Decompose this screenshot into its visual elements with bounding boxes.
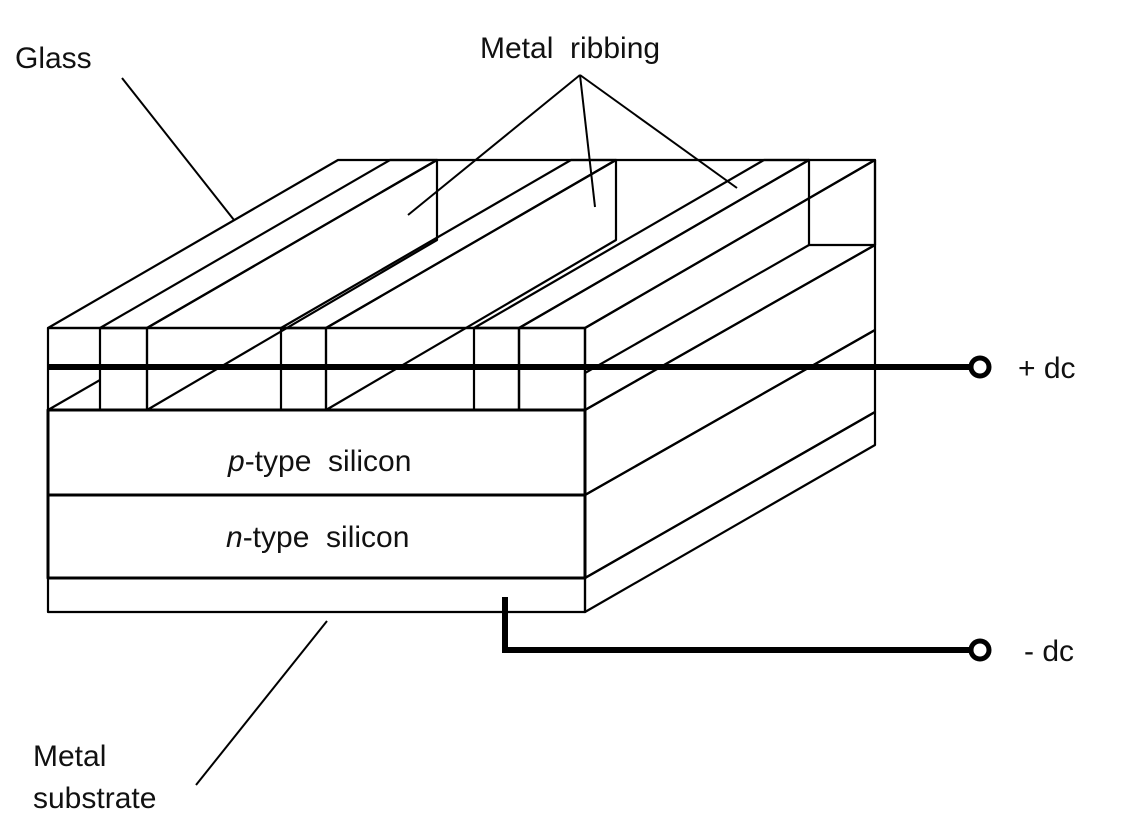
ribbing-leader-2 bbox=[579, 74, 596, 208]
n-type-label: n-type silicon bbox=[226, 521, 409, 554]
glass-inner-edge bbox=[47, 379, 101, 411]
ribbing-leader-1 bbox=[407, 74, 581, 216]
glass-leader bbox=[121, 77, 235, 221]
minus-dc-wire bbox=[502, 597, 972, 653]
ribbing-1-side bbox=[145, 158, 439, 412]
minus-dc-terminal bbox=[968, 638, 992, 662]
plus-dc-label: + dc bbox=[1018, 352, 1076, 385]
ribbing-2-side bbox=[324, 158, 618, 412]
glass-top-face bbox=[46, 158, 877, 330]
substrate-front-face bbox=[46, 576, 587, 614]
glass-label: Glass bbox=[15, 42, 92, 75]
ribbing-3-top bbox=[472, 158, 811, 330]
ribbing-3-side bbox=[517, 158, 811, 412]
plus-dc-terminal bbox=[968, 355, 992, 379]
p-rest: -type silicon bbox=[245, 445, 412, 478]
ribbing-leader-3 bbox=[579, 74, 738, 189]
p-italic: p bbox=[227, 445, 245, 478]
n-italic: n bbox=[226, 521, 243, 554]
metal-substrate-label-line1: Metal bbox=[33, 740, 106, 773]
metal-ribbing-label: Metal ribbing bbox=[480, 32, 660, 65]
p-type-label: p-type silicon bbox=[227, 445, 411, 478]
glass-right-face bbox=[583, 158, 877, 412]
minus-dc-label: - dc bbox=[1024, 635, 1074, 668]
substrate-right-face bbox=[583, 410, 877, 614]
ribbing-1-top bbox=[98, 158, 439, 330]
n-rest: -type silicon bbox=[243, 521, 410, 554]
substrate-leader bbox=[195, 620, 328, 786]
metal-substrate-label-line2: substrate bbox=[33, 782, 156, 815]
